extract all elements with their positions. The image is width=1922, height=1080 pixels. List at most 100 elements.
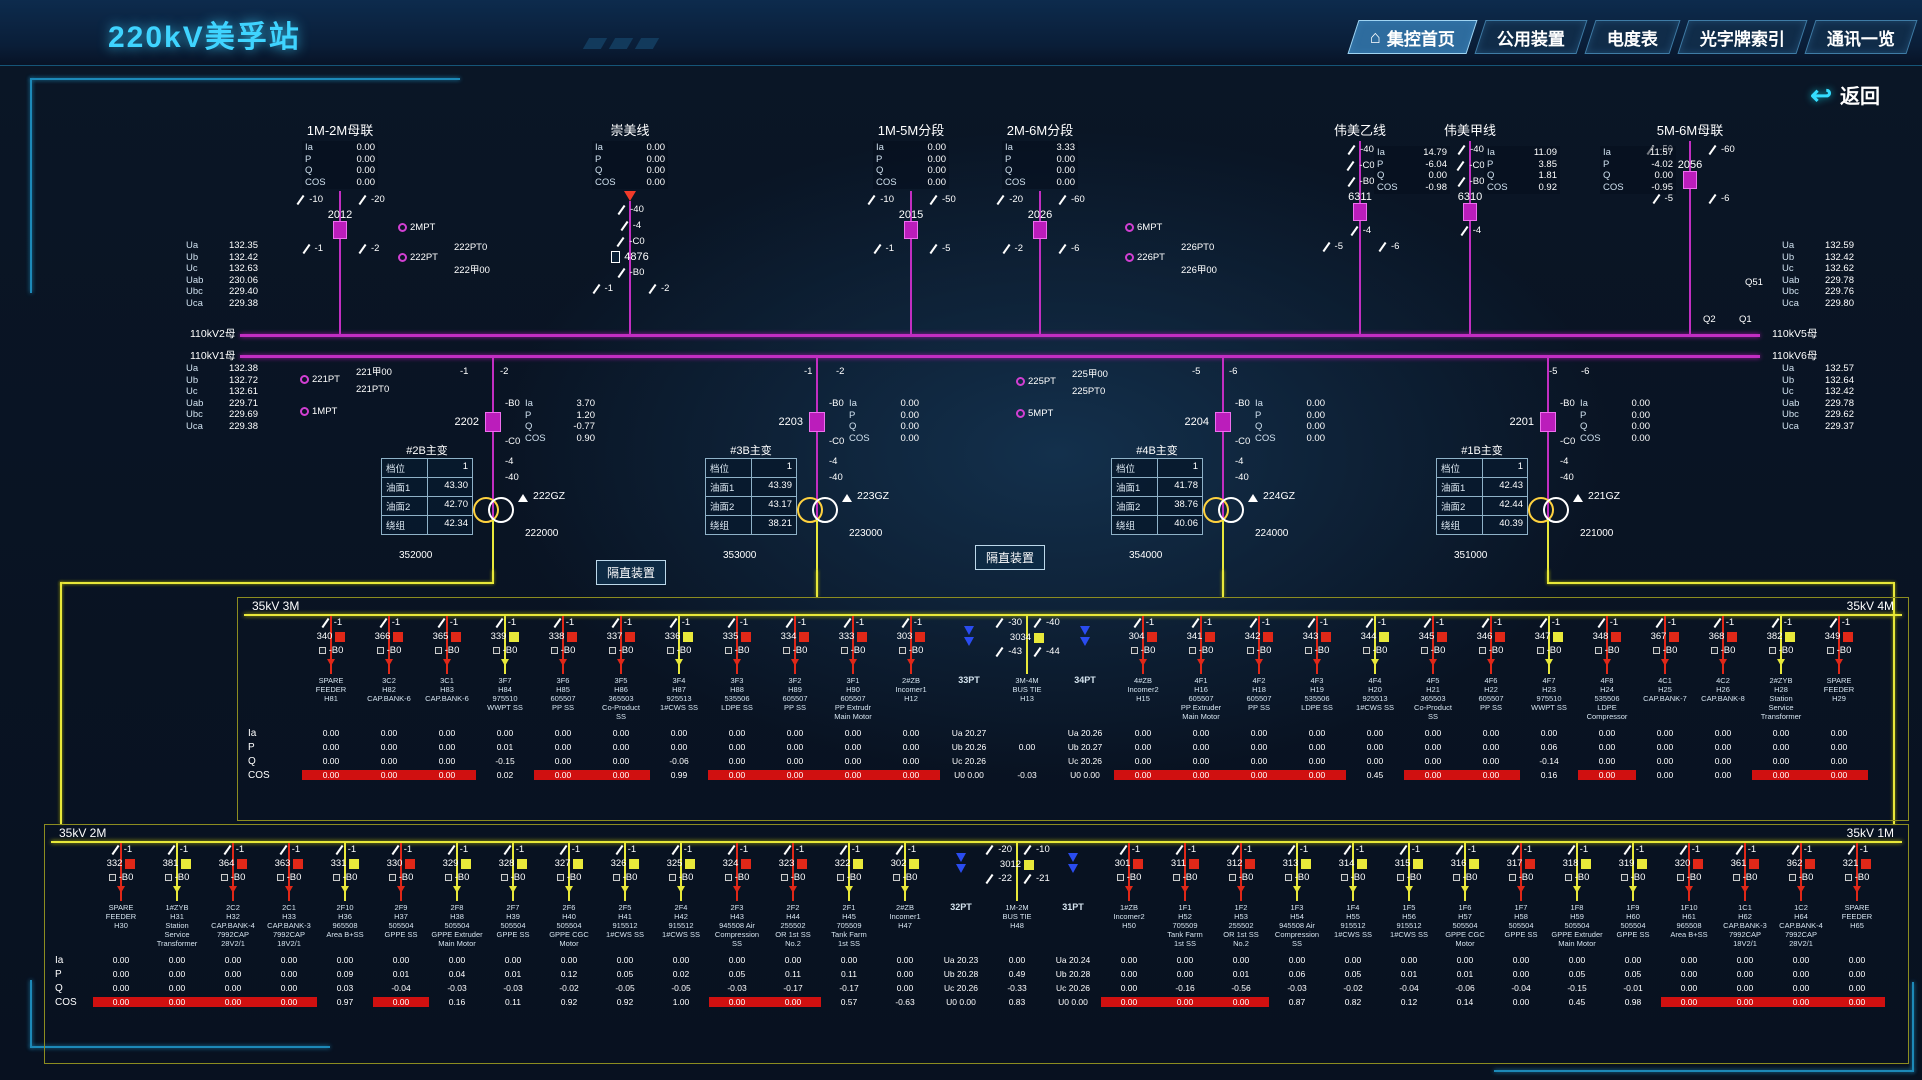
breaker-323[interactable] bbox=[797, 858, 808, 869]
disconnector-icon bbox=[1829, 617, 1838, 628]
meas-cell: 0.00 bbox=[840, 955, 858, 965]
breaker-330[interactable] bbox=[405, 858, 416, 869]
breaker-344[interactable] bbox=[1379, 631, 1390, 642]
breaker-340[interactable] bbox=[335, 631, 346, 642]
feeder-arrow-icon bbox=[901, 886, 909, 893]
switch-label: Q1 bbox=[1739, 314, 1752, 325]
breaker-345[interactable] bbox=[1437, 631, 1448, 642]
breaker-box-2026[interactable] bbox=[1032, 221, 1047, 239]
breaker-box-6311[interactable] bbox=[1353, 203, 1367, 221]
breaker-box-2056[interactable] bbox=[1682, 171, 1697, 189]
breaker-341[interactable] bbox=[1205, 631, 1216, 642]
breaker-335[interactable] bbox=[741, 631, 752, 642]
breaker-311[interactable] bbox=[1189, 858, 1200, 869]
breaker-336[interactable] bbox=[683, 631, 694, 642]
earth-switch: -B0 bbox=[898, 644, 923, 657]
breaker-342[interactable] bbox=[1263, 631, 1274, 642]
meas-cell: 0.09 bbox=[336, 969, 354, 979]
breaker-315[interactable] bbox=[1413, 858, 1424, 869]
breaker-312[interactable] bbox=[1245, 858, 1256, 869]
station-title: 220kV美孚站 bbox=[108, 21, 301, 54]
meas-cell: 0.00 bbox=[1512, 997, 1530, 1007]
breaker-box-2012[interactable] bbox=[332, 221, 347, 239]
breaker-347[interactable] bbox=[1553, 631, 1564, 642]
earth-switch-icon bbox=[1508, 874, 1516, 881]
breaker-367[interactable] bbox=[1669, 631, 1680, 642]
nav-annunciator-index-button[interactable]: 光字牌索引 bbox=[1677, 20, 1808, 54]
breaker-361[interactable] bbox=[1749, 858, 1760, 869]
breaker-302[interactable] bbox=[909, 858, 920, 869]
breaker-3012[interactable] bbox=[1024, 859, 1035, 870]
pt-sub-label: 225PT0 bbox=[1072, 386, 1106, 397]
breaker-314[interactable] bbox=[1357, 858, 1368, 869]
winding-circle bbox=[1218, 497, 1244, 523]
breaker-304[interactable] bbox=[1147, 631, 1158, 642]
feeder-breaker: 314 bbox=[1339, 856, 1368, 871]
disconnector-icon bbox=[1399, 844, 1408, 855]
breaker-321[interactable] bbox=[1861, 858, 1872, 869]
switch-label: -B0 bbox=[1560, 398, 1575, 409]
meas-cell: 0.99 bbox=[670, 770, 688, 780]
pt-sub-label: 226甲00 bbox=[1181, 265, 1217, 276]
breaker-349[interactable] bbox=[1843, 631, 1854, 642]
breaker-334[interactable] bbox=[799, 631, 810, 642]
breaker-320[interactable] bbox=[1693, 858, 1704, 869]
breaker-325[interactable] bbox=[685, 858, 696, 869]
breaker-366[interactable] bbox=[393, 631, 404, 642]
breaker-316[interactable] bbox=[1469, 858, 1480, 869]
breaker-337[interactable] bbox=[625, 631, 636, 642]
breaker-381[interactable] bbox=[181, 858, 192, 869]
breaker-box-2204[interactable] bbox=[1215, 412, 1231, 432]
breaker-319[interactable] bbox=[1637, 858, 1648, 869]
breaker-368[interactable] bbox=[1727, 631, 1738, 642]
breaker-box-2203[interactable] bbox=[809, 412, 825, 432]
breaker-329[interactable] bbox=[461, 858, 472, 869]
meas-cell: 0.00 bbox=[1772, 756, 1790, 766]
breaker-301[interactable] bbox=[1133, 858, 1144, 869]
breaker-332[interactable] bbox=[125, 858, 136, 869]
breaker-339[interactable] bbox=[509, 631, 520, 642]
breaker-348[interactable] bbox=[1611, 631, 1622, 642]
breaker-box-2202[interactable] bbox=[485, 412, 501, 432]
breaker-346[interactable] bbox=[1495, 631, 1506, 642]
earth-switch: -B0 bbox=[666, 644, 691, 657]
breaker-322[interactable] bbox=[853, 858, 864, 869]
disconnector: -1 bbox=[1538, 616, 1560, 629]
breaker-box-2015[interactable] bbox=[903, 221, 918, 239]
breaker-364[interactable] bbox=[237, 858, 248, 869]
breaker-6310: 6310 bbox=[1458, 191, 1482, 221]
nav-comm-overview-button[interactable]: 通讯一览 bbox=[1804, 20, 1918, 54]
breaker-365[interactable] bbox=[451, 631, 462, 642]
breaker-317[interactable] bbox=[1525, 858, 1536, 869]
breaker-324[interactable] bbox=[741, 858, 752, 869]
disconnector: -6 bbox=[1057, 242, 1079, 255]
breaker-338[interactable] bbox=[567, 631, 578, 642]
breaker-box-2201[interactable] bbox=[1540, 412, 1556, 432]
nav-energy-meter-button[interactable]: 电度表 bbox=[1584, 20, 1681, 54]
breaker-382[interactable] bbox=[1785, 631, 1796, 642]
breaker-333[interactable] bbox=[857, 631, 868, 642]
breaker-331[interactable] bbox=[349, 858, 360, 869]
breaker-3034[interactable] bbox=[1034, 632, 1045, 643]
nav-home-button[interactable]: ⌂ 集控首页 bbox=[1347, 20, 1478, 54]
breaker-363[interactable] bbox=[293, 858, 304, 869]
breaker-box-6310[interactable] bbox=[1462, 203, 1477, 221]
breaker-318[interactable] bbox=[1581, 858, 1592, 869]
meas-cell: 0.87 bbox=[1288, 997, 1306, 1007]
earth-switch-icon bbox=[782, 647, 790, 654]
meas-cell: 0.00 bbox=[592, 770, 650, 780]
breaker-326[interactable] bbox=[629, 858, 640, 869]
switch-label: -6 bbox=[1229, 366, 1238, 377]
nav-common-devices-button[interactable]: 公用装置 bbox=[1474, 20, 1588, 54]
back-button[interactable]: ↩ 返回 bbox=[1810, 80, 1880, 109]
breaker-328[interactable] bbox=[517, 858, 528, 869]
breaker-327[interactable] bbox=[573, 858, 584, 869]
breaker-313[interactable] bbox=[1301, 858, 1312, 869]
pt-icon bbox=[300, 374, 309, 384]
breaker-362[interactable] bbox=[1805, 858, 1816, 869]
disconnector: -1 bbox=[842, 616, 864, 629]
breaker-343[interactable] bbox=[1321, 631, 1332, 642]
breaker-303[interactable] bbox=[915, 631, 926, 642]
disconnector-icon bbox=[1623, 844, 1632, 855]
